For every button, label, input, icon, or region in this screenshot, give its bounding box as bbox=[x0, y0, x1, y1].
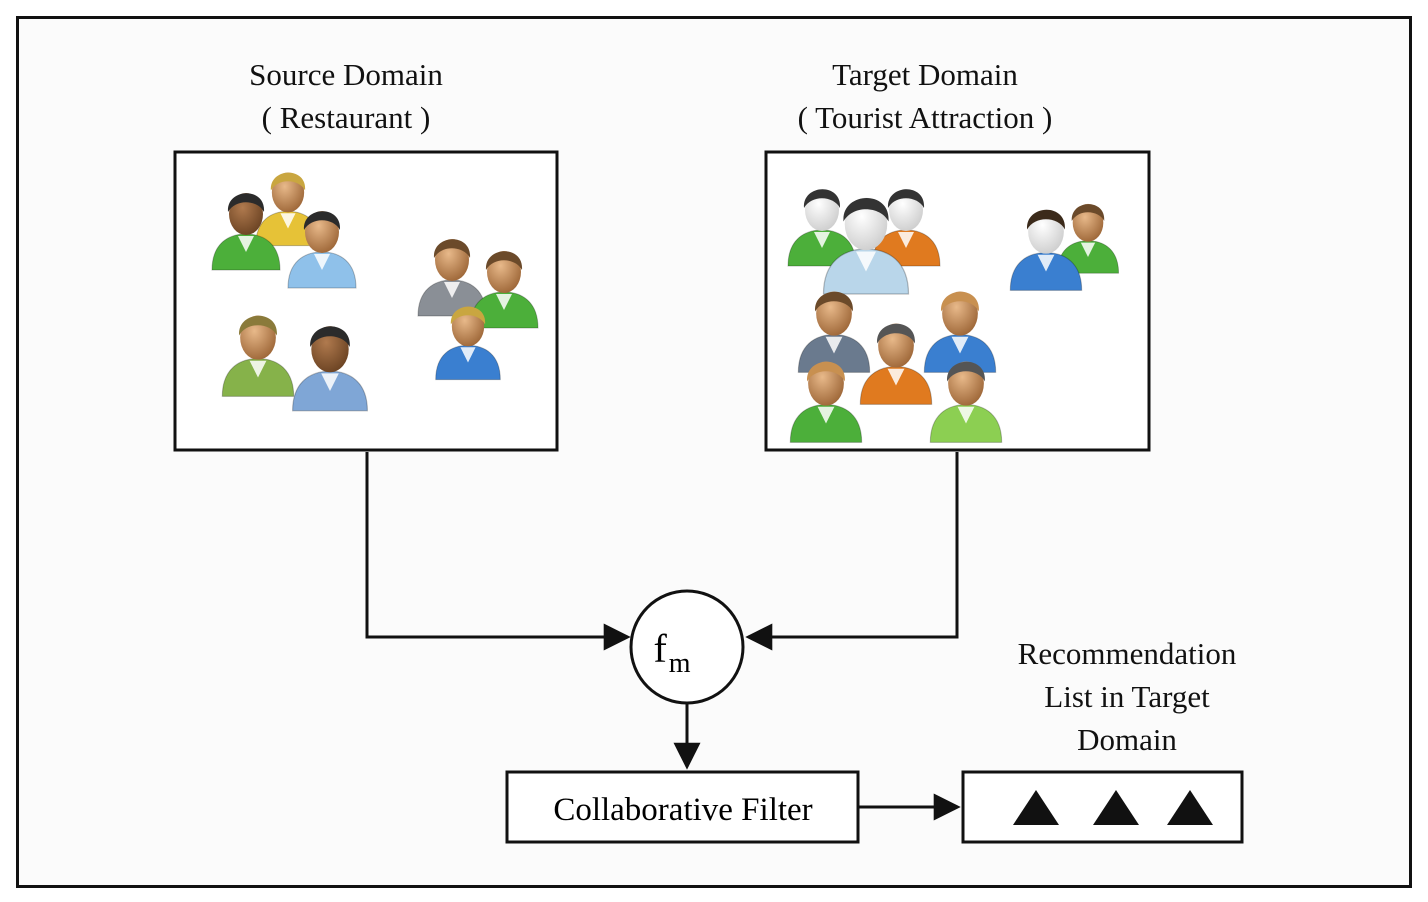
person-icon bbox=[789, 361, 863, 443]
source-users-icon bbox=[211, 172, 539, 412]
recommendation-caption-line-2: List in Target bbox=[1044, 679, 1210, 714]
recommendation-item-triangle-icon bbox=[1013, 790, 1059, 825]
person-icon bbox=[287, 211, 357, 289]
collaborative-filter-label: Collaborative Filter bbox=[553, 792, 812, 828]
recommendation-caption-line-3: Domain bbox=[1077, 722, 1177, 757]
source-domain-title: Source Domain bbox=[249, 57, 443, 92]
person-icon bbox=[797, 291, 871, 373]
person-icon bbox=[255, 172, 321, 247]
source-domain-subtitle: ( Restaurant ) bbox=[261, 100, 431, 135]
recommendation-item-triangle-icon bbox=[1167, 790, 1213, 825]
person-icon bbox=[1056, 203, 1120, 274]
recommendation-items bbox=[1013, 790, 1213, 825]
person-icon bbox=[292, 326, 368, 412]
person-icon bbox=[211, 193, 281, 271]
target-domain-title: Target Domain bbox=[832, 57, 1018, 92]
source-to-merge-connector bbox=[365, 452, 631, 651]
person-icon bbox=[822, 197, 910, 295]
person-icon bbox=[929, 361, 1003, 443]
target-domain-subtitle: ( Tourist Attraction ) bbox=[797, 100, 1053, 135]
merge-function-node bbox=[629, 589, 745, 705]
target-to-merge-connector bbox=[745, 452, 959, 651]
recommendation-item-triangle-icon bbox=[1093, 790, 1139, 825]
recommendation-caption-line-1: Recommendation bbox=[1017, 636, 1237, 671]
person-icon bbox=[435, 306, 501, 381]
collaborative-filter-box bbox=[505, 770, 860, 844]
person-icon bbox=[221, 315, 295, 397]
target-users-icon bbox=[787, 189, 1120, 443]
person-icon bbox=[923, 291, 997, 373]
person-icon bbox=[787, 189, 857, 267]
person-icon bbox=[1009, 209, 1083, 291]
person-icon bbox=[859, 323, 933, 405]
merge-function-symbol: fm bbox=[653, 626, 690, 679]
merge-function-subscript: m bbox=[669, 648, 691, 679]
